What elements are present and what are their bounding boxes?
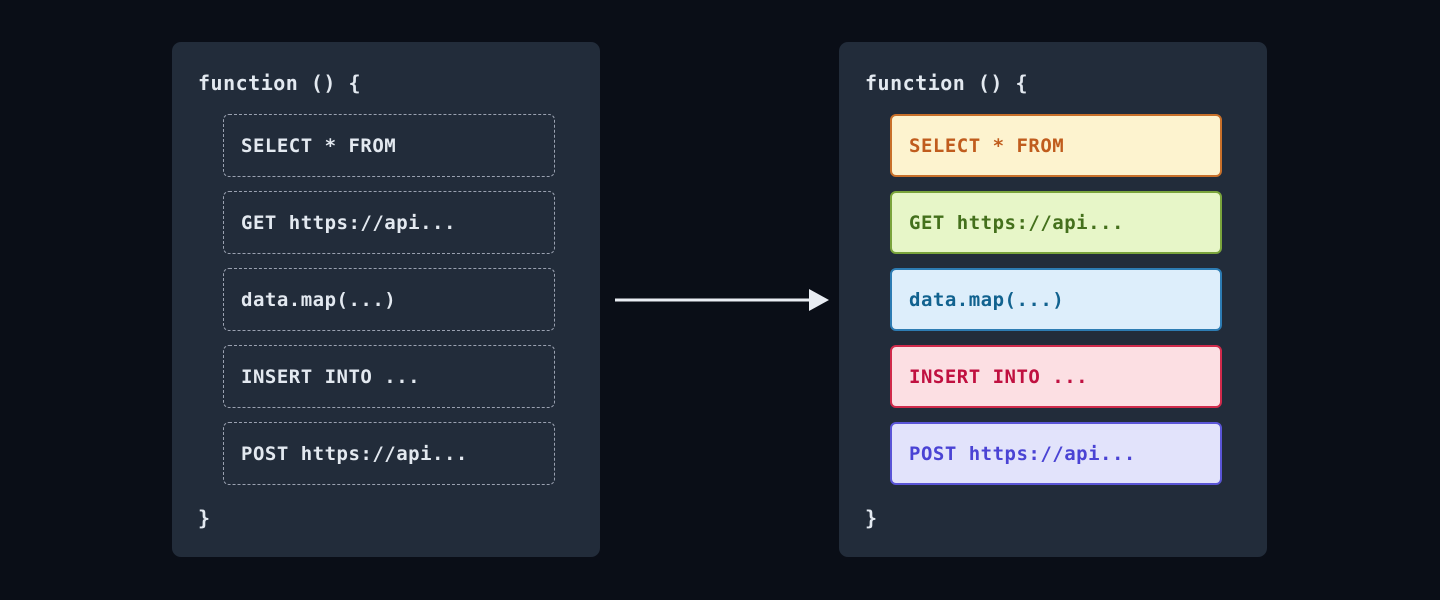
- code-block-list: SELECT * FROM GET https://api... data.ma…: [223, 114, 555, 485]
- code-block-sql-insert: INSERT INTO ...: [223, 345, 555, 408]
- left-code-panel: function () { SELECT * FROM GET https://…: [172, 42, 600, 557]
- code-block-sql-insert: INSERT INTO ...: [890, 345, 1222, 408]
- function-close-line: }: [198, 506, 211, 530]
- code-block-label: SELECT * FROM: [909, 134, 1065, 157]
- code-block-http-post: POST https://api...: [223, 422, 555, 485]
- code-block-label: GET https://api...: [241, 211, 456, 234]
- code-block-list: SELECT * FROM GET https://api... data.ma…: [890, 114, 1222, 485]
- code-block-label: data.map(...): [909, 288, 1065, 311]
- code-block-label: GET https://api...: [909, 211, 1124, 234]
- code-block-label: INSERT INTO ...: [909, 365, 1089, 388]
- function-open-line: function () {: [865, 71, 1029, 95]
- code-block-sql-select: SELECT * FROM: [890, 114, 1222, 177]
- right-code-panel: function () { SELECT * FROM GET https://…: [839, 42, 1267, 557]
- code-block-http-get: GET https://api...: [890, 191, 1222, 254]
- code-block-http-get: GET https://api...: [223, 191, 555, 254]
- function-open-line: function () {: [198, 71, 362, 95]
- function-close-line: }: [865, 506, 878, 530]
- code-block-label: INSERT INTO ...: [241, 365, 421, 388]
- code-block-label: POST https://api...: [909, 442, 1136, 465]
- code-block-data-map: data.map(...): [890, 268, 1222, 331]
- code-block-label: POST https://api...: [241, 442, 468, 465]
- code-block-label: SELECT * FROM: [241, 134, 397, 157]
- code-block-data-map: data.map(...): [223, 268, 555, 331]
- code-block-sql-select: SELECT * FROM: [223, 114, 555, 177]
- code-block-http-post: POST https://api...: [890, 422, 1222, 485]
- code-block-label: data.map(...): [241, 288, 397, 311]
- transform-arrow-icon: [615, 289, 829, 311]
